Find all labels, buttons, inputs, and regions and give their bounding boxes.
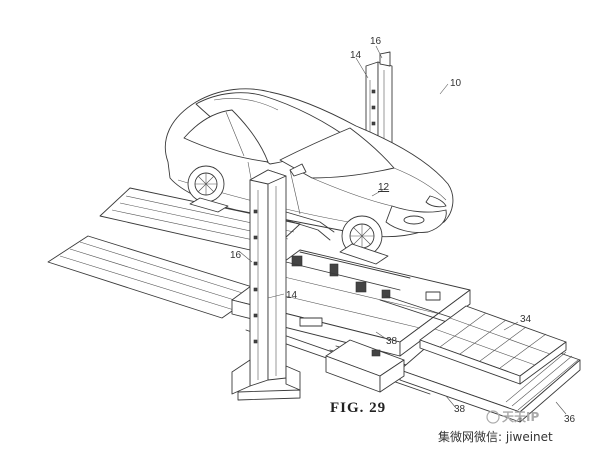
label-lift-left: 14 [350,50,362,61]
battery-pack [419,305,567,385]
label-tower-mid: 16 [230,250,242,261]
label-battery-pack: 34 [520,314,532,325]
platform [231,249,471,357]
label-cart: 36 [564,414,576,425]
figure-caption: FIG. 29 [330,400,386,416]
equipment-box [325,339,405,393]
label-rail-upper: 38 [386,336,398,347]
vehicle [164,88,454,265]
label-lift-left-lower: 14 [286,290,298,301]
watermark-text: 集微网微信: jiweinet [438,429,553,444]
label-rail-lower: 38 [454,404,466,415]
rear-lift-tower [365,51,393,155]
watermark: 天天IP 集微网微信: jiweinet [438,410,553,444]
label-vehicle: 12 [378,182,390,193]
label-system: 10 [450,78,462,89]
ramp-front [47,235,263,319]
watermark-brand: 天天IP [502,410,539,424]
front-lift-tower [231,169,335,401]
label-tower-top: 16 [370,36,382,47]
leader-lines [239,45,567,415]
watermark-logo-icon [486,410,500,424]
